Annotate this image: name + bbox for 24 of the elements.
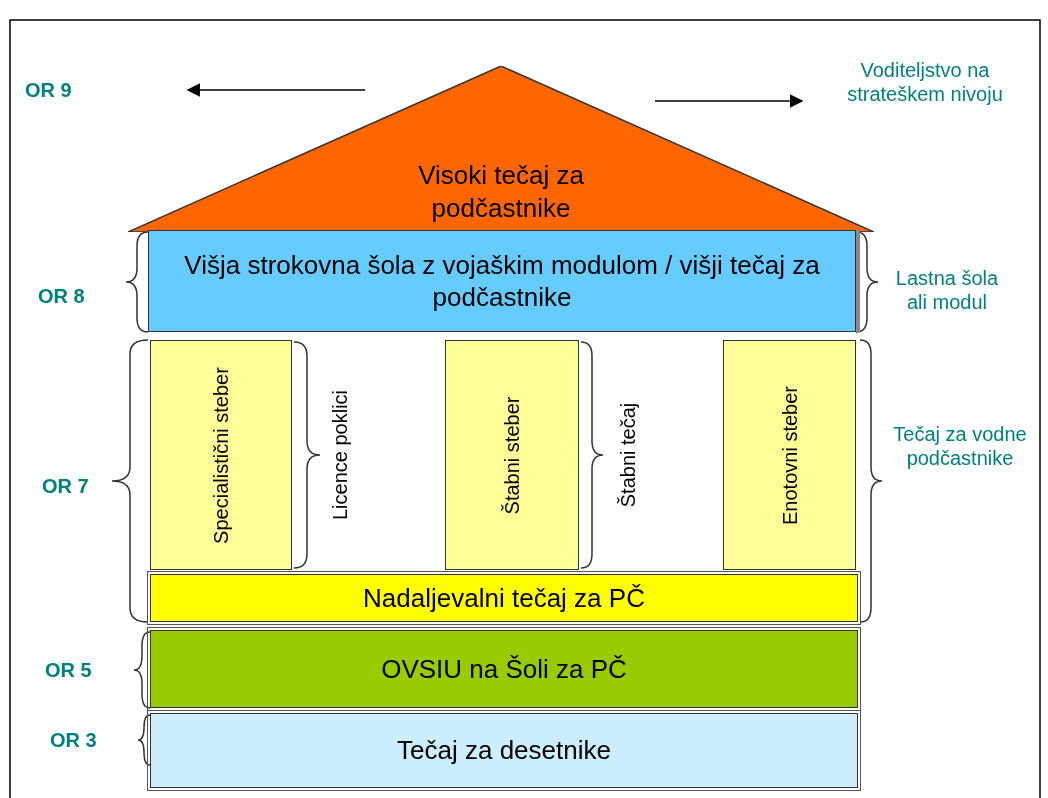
level-label: Tečaj za desetnike [397, 734, 611, 767]
level-label: OVSIU na Šoli za PČ [381, 652, 627, 686]
band [150, 630, 858, 708]
pillar [445, 340, 579, 570]
pillar-label: Enotovni steber [777, 384, 801, 527]
note-text: Tečaj za vodne podčastnike [892, 422, 1028, 470]
pillar [723, 340, 856, 570]
pillar [150, 340, 292, 570]
side-label: Štabni tečaj [616, 402, 640, 508]
level-label: Višja strokovna šola z vojaškim modulom / višji tečaj za podčastnike [183, 248, 821, 314]
band [150, 574, 858, 622]
level-code: OR 8 [38, 284, 86, 308]
level-code: OR 9 [25, 78, 73, 102]
pillar-label: Štabni steber [499, 395, 524, 516]
level-code: OR 7 [42, 474, 90, 498]
band [150, 713, 858, 788]
note-text: Lastna šola ali modul [894, 266, 1000, 314]
level-code: OR 3 [50, 728, 98, 752]
level-label: Visoki tečaj za podčastnike [417, 159, 585, 224]
pillar-label: Specialistični steber [208, 365, 233, 546]
note-text: Voditeljstvo na strateškem nivoju [846, 58, 1004, 106]
level-label: Nadaljevalni tečaj za PČ [363, 581, 645, 615]
side-label: Licence poklici [328, 389, 352, 521]
level-code: OR 5 [45, 658, 93, 682]
